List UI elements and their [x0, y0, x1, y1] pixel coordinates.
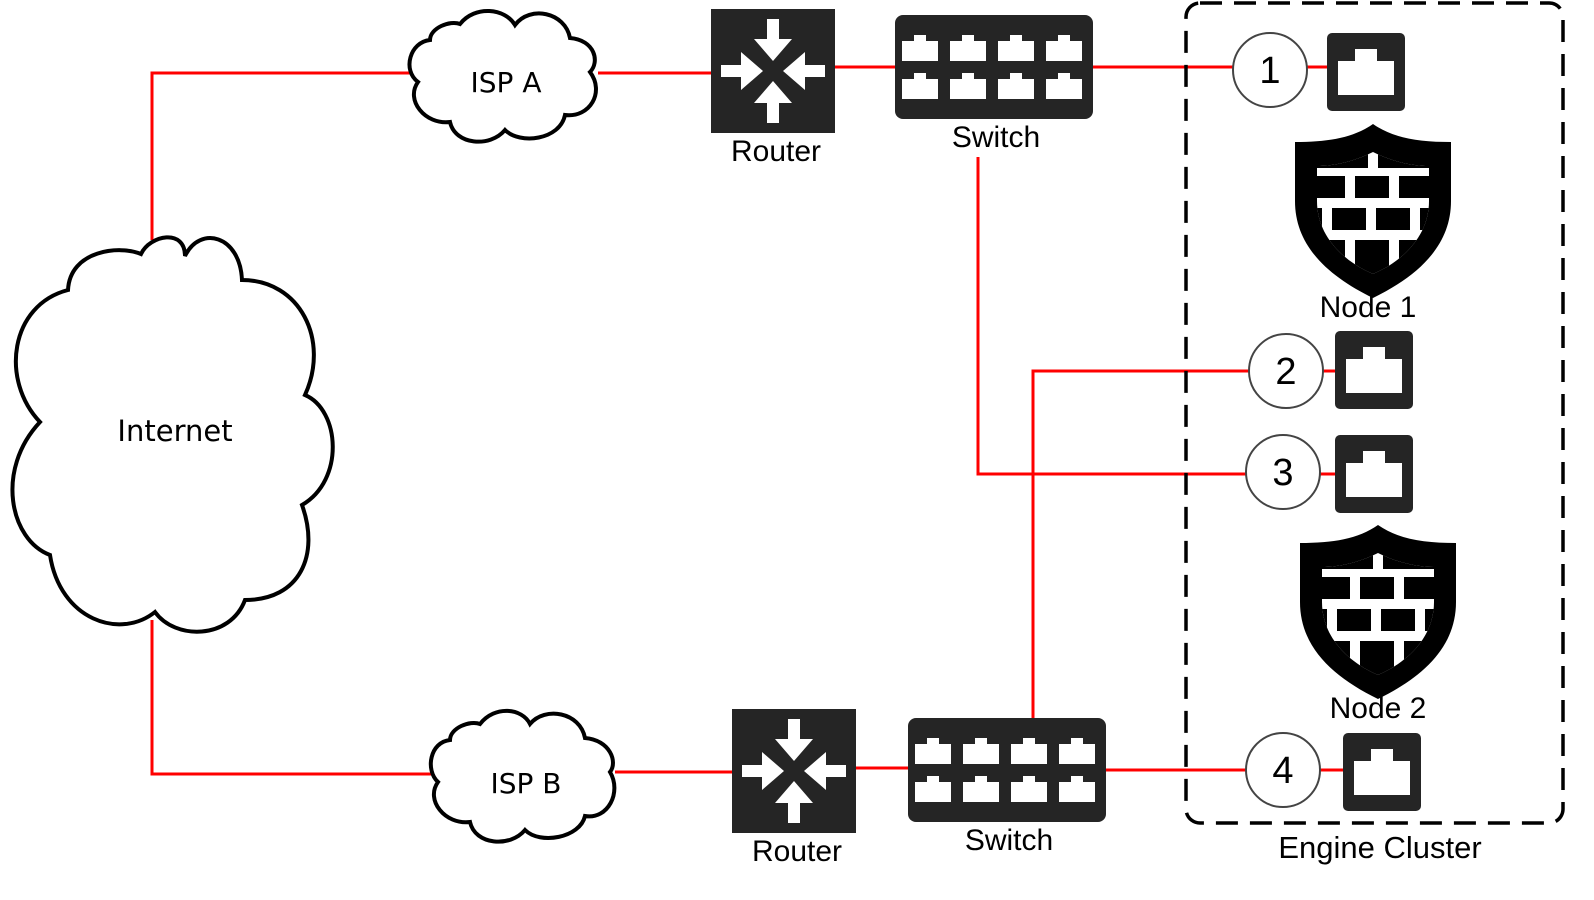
- router-bottom-label: Router: [752, 835, 842, 868]
- port-badge-1: 1: [1232, 32, 1308, 108]
- port-number: 2: [1275, 351, 1296, 393]
- link-switch-bottom-port2: [1031, 369, 1250, 720]
- port-number: 4: [1272, 750, 1293, 792]
- router-icon: [711, 9, 835, 133]
- ethernet-port-icon: [1335, 435, 1413, 513]
- router-top-label: Router: [731, 135, 821, 168]
- ethernet-port-icon: [1343, 733, 1421, 811]
- engine-cluster-boundary: [1184, 1, 1565, 825]
- switch-icon: [895, 15, 1093, 119]
- port-badge-2: 2: [1248, 333, 1324, 409]
- ethernet-port-icon: [1327, 33, 1405, 111]
- port-badge-4: 4: [1245, 732, 1321, 808]
- ethernet-port-icon: [1335, 331, 1413, 409]
- node-2-label: Node 2: [1330, 692, 1427, 725]
- port-badge-3: 3: [1245, 434, 1321, 510]
- node-1: 1 Node 1: [1232, 32, 1451, 324]
- switch-bottom-label: Switch: [965, 824, 1053, 857]
- link-switch-top-port3: [976, 157, 1247, 476]
- switch-top-label: Switch: [952, 121, 1040, 154]
- isp-b-label: ISP B: [490, 767, 561, 800]
- router-bottom: [732, 709, 856, 833]
- cloud-icon: [10, 235, 335, 634]
- firewall-shield-icon: [1300, 525, 1456, 699]
- router-top: [711, 9, 835, 133]
- internet-cloud: Internet: [10, 235, 335, 634]
- port-number: 3: [1272, 452, 1293, 494]
- port-number: 1: [1259, 50, 1280, 92]
- switch-bottom: [908, 718, 1106, 822]
- switch-icon: [908, 718, 1106, 822]
- node-2: Node 2: [1300, 525, 1456, 725]
- isp-a-cloud: ISP A: [407, 9, 598, 144]
- internet-label: Internet: [117, 414, 232, 448]
- cloud-icon: [407, 9, 598, 144]
- node-1-label: Node 1: [1320, 291, 1417, 324]
- link-internet-isp-a: [150, 71, 418, 240]
- firewall-shield-icon: [1295, 124, 1451, 298]
- link-internet-isp-b: [150, 620, 440, 776]
- switch-top: [895, 15, 1093, 119]
- links: [150, 65, 1345, 776]
- isp-a-label: ISP A: [471, 66, 542, 99]
- cloud-icon: [428, 708, 617, 844]
- engine-cluster-label: Engine Cluster: [1278, 830, 1481, 865]
- isp-b-cloud: ISP B: [428, 708, 617, 844]
- router-icon: [732, 709, 856, 833]
